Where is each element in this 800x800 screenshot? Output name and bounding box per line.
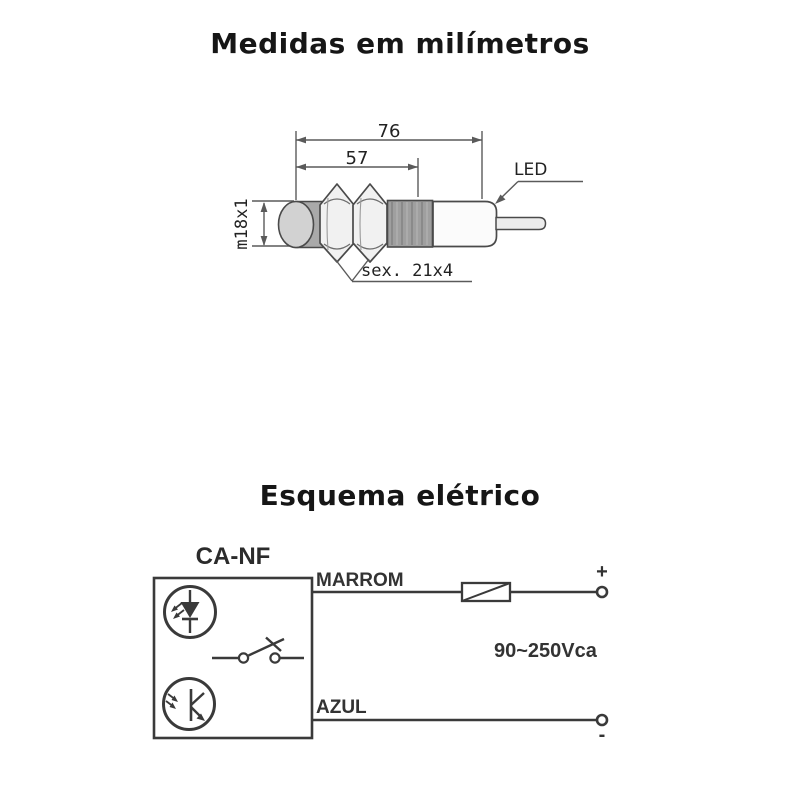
diameter-label: m18x1 (232, 198, 252, 250)
minus-terminal-label: - (598, 724, 606, 746)
plus-terminal-label: + (596, 561, 608, 583)
dimension-76 (295, 131, 483, 200)
plus-terminal (595, 585, 609, 599)
dimension-m18x1 (252, 200, 294, 247)
hex-nut-leader-line (334, 258, 472, 283)
led-leader-line (495, 180, 583, 204)
nc-contact-symbol (212, 636, 304, 664)
led-label: LED (514, 160, 548, 180)
dimensions-title: Medidas em milímetros (210, 27, 590, 60)
thread-length-label: 57 (345, 148, 369, 169)
brown-wire-label: MARROM (316, 570, 404, 591)
schematic-title: Esquema elétrico (259, 479, 541, 512)
phototransistor-symbol (162, 677, 216, 731)
hex-nut-2 (352, 183, 388, 263)
overall-length-label: 76 (377, 121, 401, 142)
blue-wire (313, 713, 609, 727)
voltage-label: 90~250Vca (494, 640, 597, 662)
model-label: CA-NF (195, 543, 271, 570)
sensor-cable (495, 216, 547, 231)
sensor-sensing-face (277, 200, 315, 249)
emitter-led-symbol (163, 585, 217, 639)
sensor-rear-housing (432, 200, 498, 248)
electrical-schematic (152, 576, 609, 740)
sensor-dimensional-drawing (252, 131, 583, 283)
dimension-57 (296, 158, 419, 197)
sensor-body (277, 183, 547, 263)
hex-nut-1 (319, 183, 355, 263)
hex-nut-label: sex. 21x4 (361, 261, 454, 281)
thread-section (386, 199, 434, 248)
blue-wire-label: AZUL (316, 697, 367, 718)
minus-terminal (595, 713, 609, 727)
brown-wire (313, 581, 609, 603)
